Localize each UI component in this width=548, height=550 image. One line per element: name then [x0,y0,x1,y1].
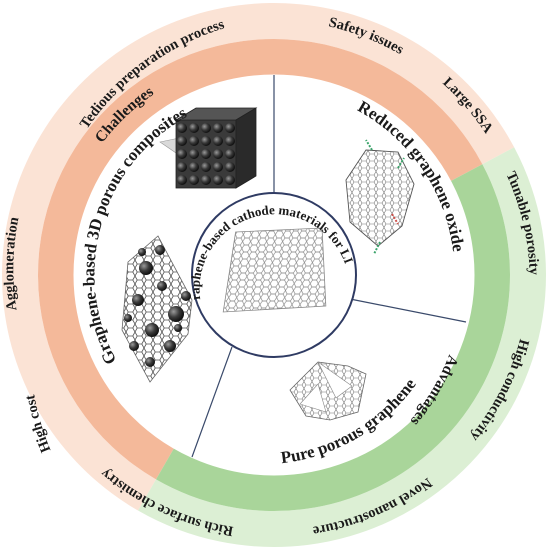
divider-right [349,298,467,323]
challenge-label-agglomeration: Agglomeration [1,216,22,312]
porous-composite-cube-illustration [159,107,258,189]
advantages-band [156,164,510,511]
graphene-sheet-illustration [222,227,327,313]
divider-bottom-left [191,346,233,458]
graphene-spheres-illustration [121,235,193,383]
reduced-graphene-oxide-illustration [345,139,415,255]
advantages-outer-ring [138,147,546,547]
porous-graphene-illustration [289,361,367,421]
